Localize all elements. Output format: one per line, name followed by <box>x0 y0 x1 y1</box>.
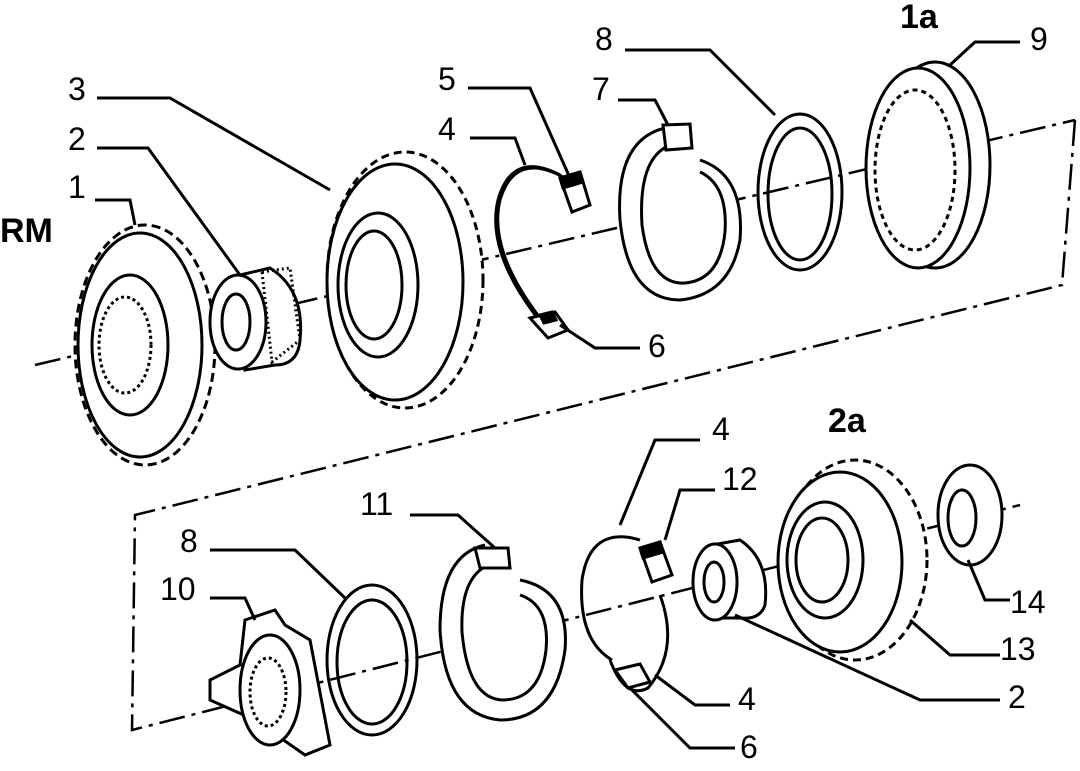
label-14: 14 <box>1010 584 1046 620</box>
callout-labels: 1 2 3 RM 4 5 6 7 8 9 1a 2a 4 12 11 8 10 … <box>0 0 1048 765</box>
needle-bearing-part-2-bottom <box>691 538 768 622</box>
synchro-block-part-6-bottom <box>612 662 653 690</box>
label-2-bottom: 2 <box>1008 679 1026 715</box>
sleeve-part-9 <box>864 60 992 270</box>
label-4-lower: 4 <box>738 681 756 717</box>
needle-bearing-part-2 <box>208 266 303 372</box>
label-12: 12 <box>722 461 758 497</box>
gear-part-13 <box>776 458 929 662</box>
label-11: 11 <box>360 486 393 522</box>
label-1a: 1a <box>900 0 939 36</box>
label-9: 9 <box>1030 21 1048 57</box>
label-8-top: 8 <box>595 21 613 57</box>
label-rm: RM <box>0 212 53 250</box>
label-8-bottom: 8 <box>180 523 198 559</box>
label-4-upper: 4 <box>712 411 730 447</box>
label-2-top: 2 <box>68 121 86 157</box>
hub-part-10 <box>208 608 332 757</box>
label-1: 1 <box>68 169 86 205</box>
synchro-ring-part-7 <box>618 122 742 302</box>
label-7: 7 <box>592 71 610 107</box>
label-13: 13 <box>1000 631 1036 667</box>
leader-lines <box>95 40 1020 750</box>
reverse-gear-part-1 <box>73 223 217 467</box>
label-5: 5 <box>438 61 456 97</box>
label-2a: 2a <box>828 402 867 440</box>
label-6-top: 6 <box>648 328 666 364</box>
synchro-block-part-12 <box>638 540 674 584</box>
label-3: 3 <box>68 71 86 107</box>
label-6-bottom: 6 <box>740 729 758 765</box>
label-4-top: 4 <box>438 111 456 147</box>
seal-part-14 <box>936 463 1004 567</box>
snap-ring-part-8-top <box>756 112 844 272</box>
snap-ring-part-8-bottom <box>325 583 419 737</box>
synchro-ring-part-11 <box>438 543 567 722</box>
synchro-spring-part-4-top <box>494 165 566 319</box>
synchro-block-part-6-top <box>527 310 571 340</box>
synchro-block-part-5 <box>558 170 592 214</box>
gear-part-3 <box>325 150 485 410</box>
label-10: 10 <box>160 571 196 607</box>
